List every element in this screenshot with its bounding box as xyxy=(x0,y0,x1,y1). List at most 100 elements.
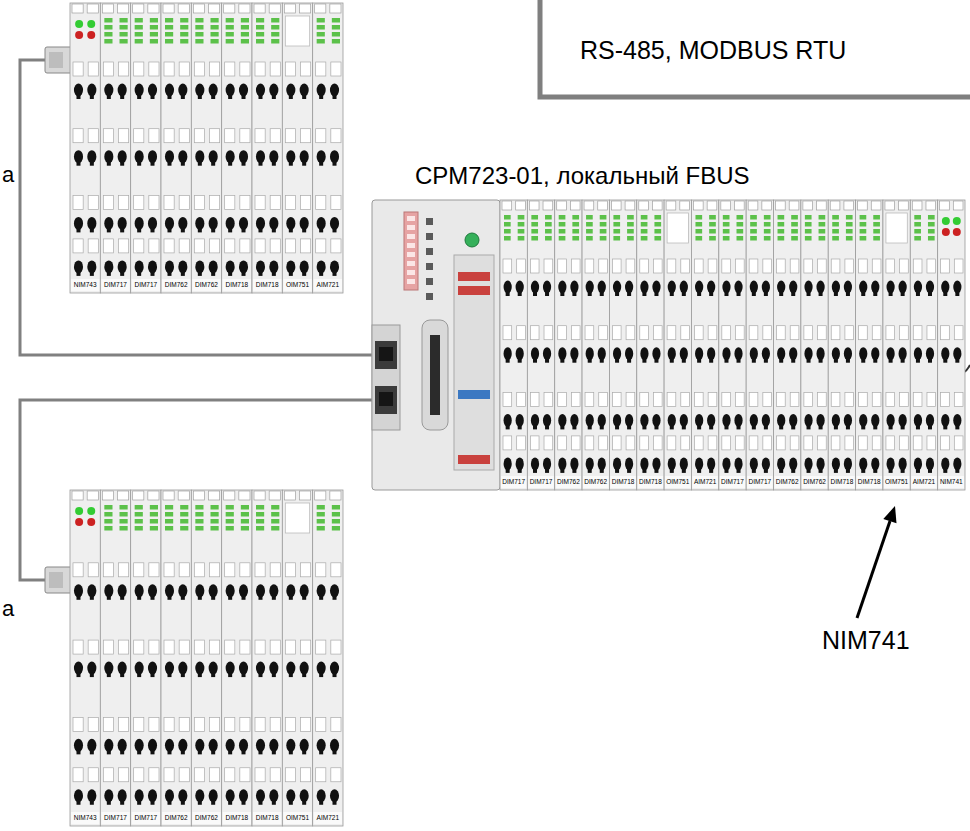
terminal-clamp-stem xyxy=(752,291,756,296)
status-led xyxy=(87,507,95,515)
release-slot xyxy=(667,436,676,450)
release-slot xyxy=(255,195,265,209)
module-label: DIM762 xyxy=(774,477,801,487)
rail-tab xyxy=(209,491,220,500)
status-led xyxy=(317,18,325,23)
release-slot xyxy=(954,392,963,406)
release-slot xyxy=(818,259,827,273)
release-slot xyxy=(681,392,690,406)
status-led xyxy=(654,222,661,227)
release-slot xyxy=(599,436,608,450)
terminal-clamp-stem xyxy=(846,358,850,363)
release-slot xyxy=(301,640,311,654)
module-housing xyxy=(910,200,937,490)
terminal-clamp-stem xyxy=(228,800,232,805)
status-led xyxy=(211,505,219,510)
release-slot xyxy=(194,129,204,143)
module-housing xyxy=(828,200,855,490)
status-led xyxy=(256,519,264,524)
status-led xyxy=(791,222,798,227)
release-slot xyxy=(255,563,265,577)
label-strip xyxy=(253,279,281,291)
terminal-clamp-stem xyxy=(151,595,155,600)
release-slot xyxy=(240,717,250,731)
status-led xyxy=(641,215,648,220)
release-slot xyxy=(301,563,311,577)
rail-tab xyxy=(666,201,676,210)
error-led xyxy=(87,31,95,39)
terminal-clamp-stem xyxy=(737,358,741,363)
terminal-clamp-stem xyxy=(943,358,947,363)
status-led xyxy=(180,25,188,30)
status-led xyxy=(928,222,935,227)
dip-lever xyxy=(407,270,415,275)
release-slot xyxy=(179,717,189,731)
terminal-clamp-stem xyxy=(709,291,713,296)
release-slot xyxy=(585,259,594,273)
rail-tab xyxy=(762,201,772,210)
status-led xyxy=(271,18,279,23)
terminal-clamp-stem xyxy=(682,468,686,473)
terminal-clamp-stem xyxy=(682,358,686,363)
release-slot xyxy=(653,392,662,406)
terminal-clamp-stem xyxy=(107,595,111,600)
status-led xyxy=(873,222,880,227)
module-label: DIM717 xyxy=(746,477,773,487)
module-label: OIM751 xyxy=(664,477,691,487)
terminal-clamp-stem xyxy=(137,227,141,232)
release-slot xyxy=(225,717,235,731)
module-housing xyxy=(282,3,312,293)
module-label: DIM718 xyxy=(222,813,252,823)
status-led xyxy=(613,236,620,241)
release-slot xyxy=(331,195,341,209)
release-slot xyxy=(831,259,840,273)
release-slot xyxy=(845,259,854,273)
terminal-clamp-stem xyxy=(242,271,246,276)
status-led xyxy=(135,39,143,44)
leader-arrowhead xyxy=(883,506,896,523)
rack-title: CPM723-01, локальный FBUS xyxy=(415,162,750,190)
status-led xyxy=(504,236,511,241)
status-led xyxy=(504,215,511,220)
label-strip xyxy=(501,476,526,488)
release-slot xyxy=(599,392,608,406)
rail-tab xyxy=(844,201,854,210)
terminal-clamp-stem xyxy=(615,468,619,473)
release-slot xyxy=(900,392,909,406)
terminal-clamp-stem xyxy=(889,358,893,363)
rack-modules xyxy=(45,490,343,826)
status-led xyxy=(545,222,552,227)
release-slot xyxy=(845,326,854,340)
module-label: DIM717 xyxy=(131,280,161,290)
terminal-clamp-stem xyxy=(889,468,893,473)
release-slot xyxy=(285,768,295,782)
release-slot xyxy=(790,259,799,273)
module-housing xyxy=(719,200,746,490)
dip-lever xyxy=(407,279,415,284)
release-slot xyxy=(517,392,526,406)
release-slot xyxy=(210,640,220,654)
release-slot xyxy=(941,436,950,450)
terminal-clamp-stem xyxy=(916,358,920,363)
terminal-clamp-stem xyxy=(928,358,932,363)
dip-switch xyxy=(404,212,418,290)
release-slot xyxy=(331,717,341,731)
status-led xyxy=(87,20,95,28)
status-led xyxy=(180,519,188,524)
terminal-clamp-stem xyxy=(107,672,111,677)
status-led xyxy=(860,236,867,241)
release-slot xyxy=(240,62,250,76)
module-label: DIM762 xyxy=(191,280,221,290)
module-label: DIM762 xyxy=(161,280,191,290)
terminal-clamp-stem xyxy=(76,227,80,232)
status-led xyxy=(586,229,593,234)
status-led xyxy=(791,215,798,220)
rail-tab xyxy=(102,491,113,500)
status-led xyxy=(914,236,921,241)
status-led xyxy=(195,505,203,510)
status-led xyxy=(195,519,203,524)
status-led xyxy=(426,293,433,300)
module-label: DIM718 xyxy=(222,280,252,290)
terminal-clamp-stem xyxy=(791,424,795,429)
status-led xyxy=(195,526,203,531)
